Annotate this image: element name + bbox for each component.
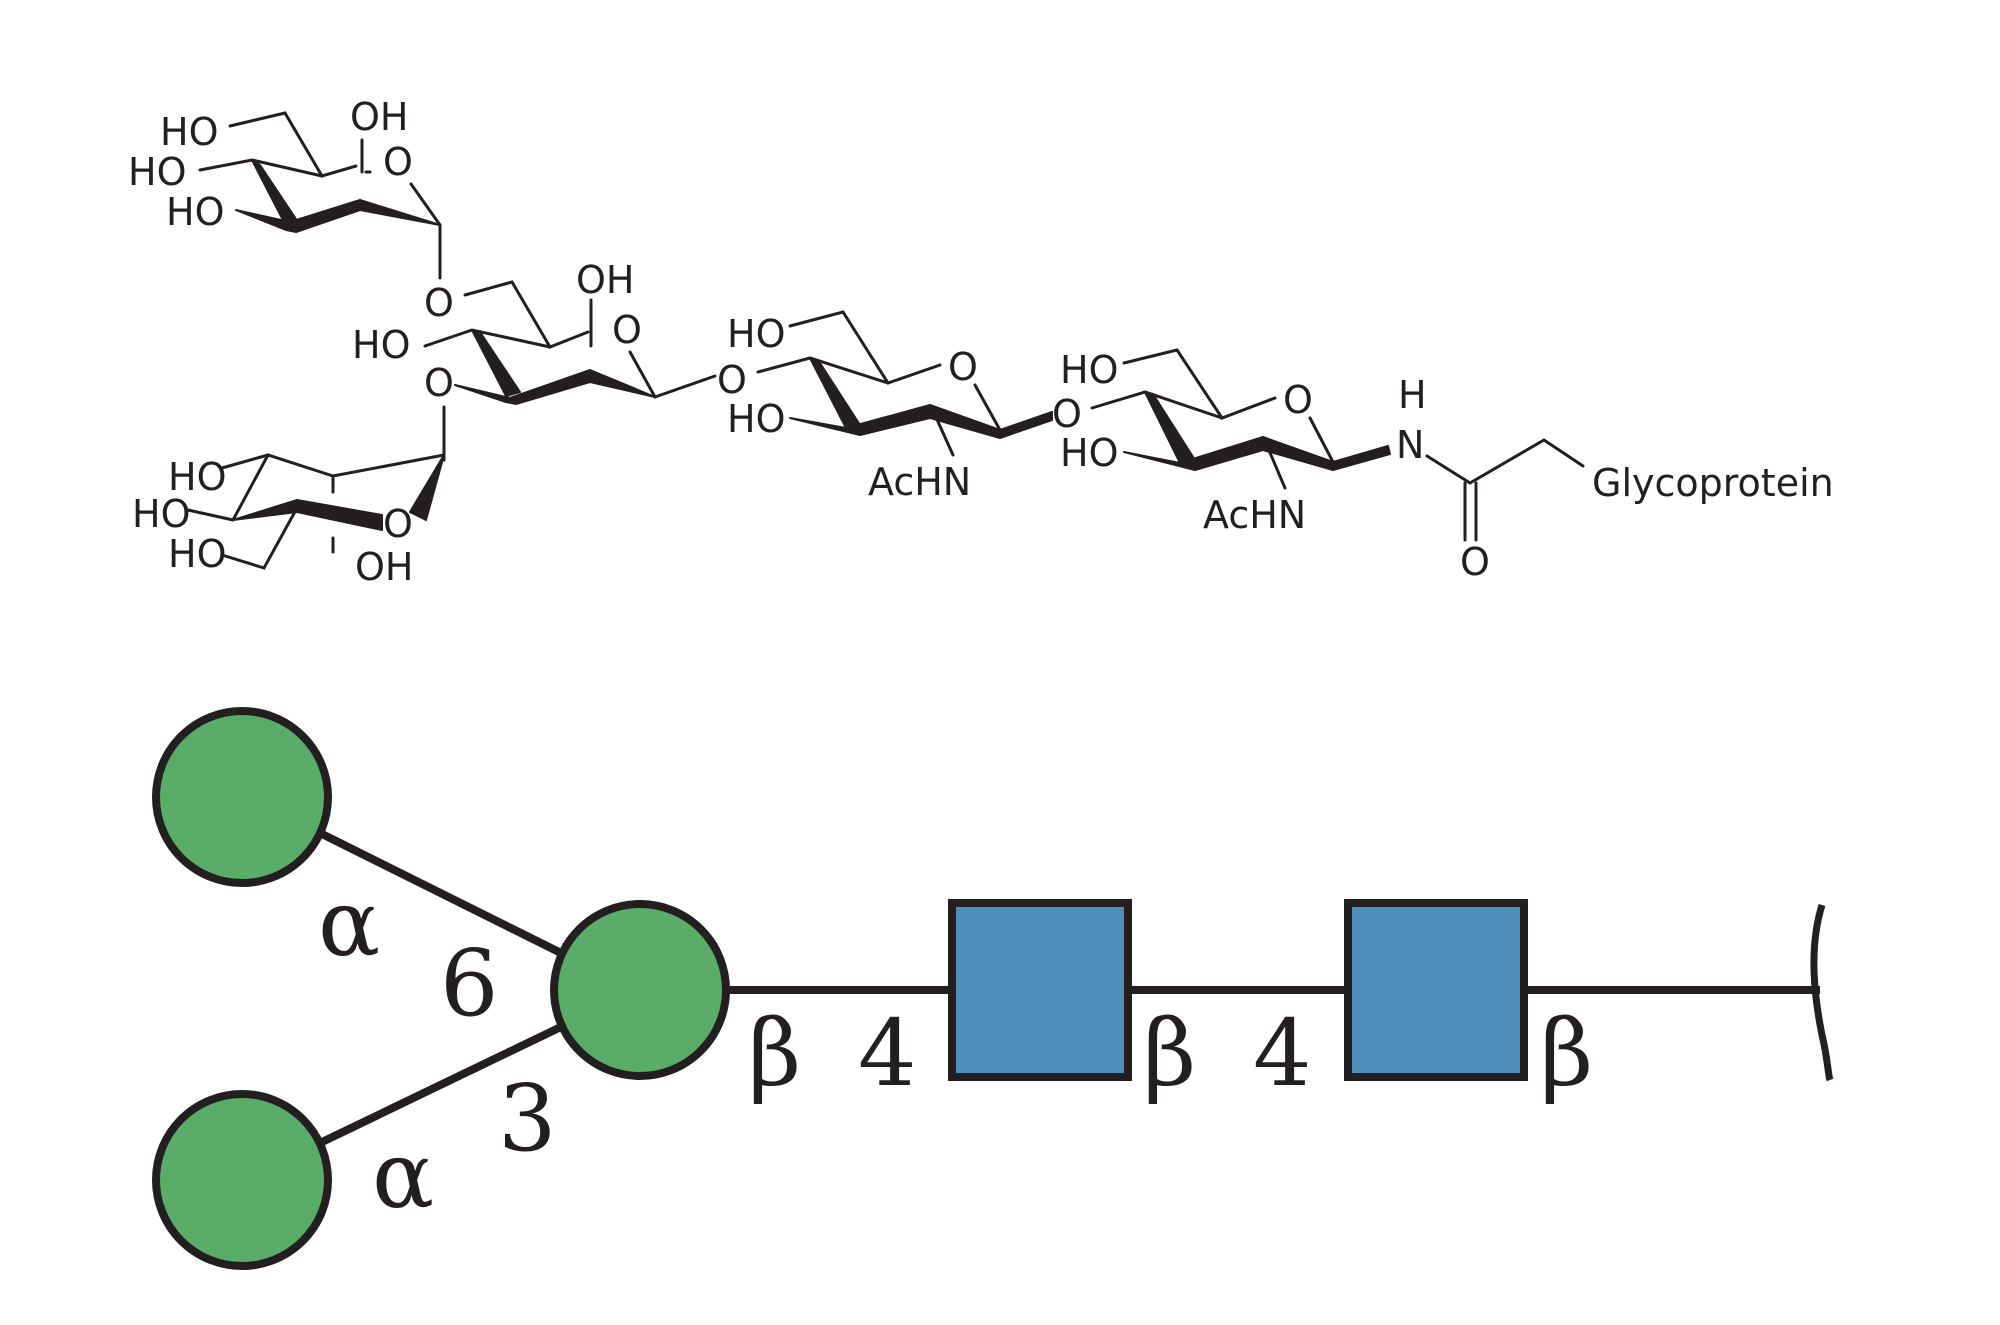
wedge-bond — [809, 357, 861, 429]
label-ho: HO — [132, 492, 190, 536]
label-oh: OH — [576, 258, 634, 302]
wedge-bond — [235, 199, 441, 233]
linkage-line-alpha3 — [318, 1021, 567, 1147]
bond — [463, 280, 590, 349]
protein-bracket — [1810, 903, 1834, 1082]
wedge-bond — [471, 329, 521, 397]
label-ho: HO — [727, 312, 785, 356]
mannose-circle-core[interactable] — [550, 900, 730, 1080]
residue-glcnac-middle: O HO HO O AcHN — [717, 310, 1053, 504]
label-ho: HO — [727, 397, 785, 441]
residue-man-upper: HO HO HO OH O — [128, 95, 442, 280]
residue-glcnac-reducing: O HO HO O AcHN — [1052, 348, 1391, 537]
label-o: O — [424, 281, 454, 325]
bond — [231, 453, 270, 522]
wedge-bond — [1144, 391, 1196, 464]
bond — [186, 508, 235, 522]
label-achn: AcHN — [1203, 493, 1306, 537]
label-achn: AcHN — [868, 460, 971, 504]
wedge-bond — [409, 454, 445, 521]
label-n: N — [1396, 423, 1424, 467]
bond — [628, 350, 657, 399]
bond — [220, 506, 299, 570]
label-ho: HO — [168, 532, 226, 576]
label-ho: HO — [352, 323, 410, 367]
position-label-4-glcnac1: 4 — [1253, 1000, 1312, 1107]
label-ho: HO — [1060, 348, 1118, 392]
mannose-circle-upper[interactable] — [152, 707, 332, 887]
label-h: H — [1398, 373, 1427, 417]
bond — [409, 182, 442, 227]
label-ring-o: O — [612, 308, 642, 352]
position-label-4-core: 4 — [858, 1000, 917, 1107]
residue-man-core: O HO O OH O — [352, 258, 717, 462]
label-ho: HO — [128, 150, 186, 194]
label-o: O — [1052, 392, 1082, 436]
bond — [653, 374, 717, 399]
label-ring-o: O — [948, 345, 978, 389]
bond — [973, 383, 1002, 432]
bond — [1463, 481, 1478, 542]
label-o: O — [424, 361, 454, 405]
wedge-bond — [789, 404, 1053, 439]
label-oh: OH — [350, 95, 408, 139]
anomer-label-alpha-6: α — [318, 870, 380, 977]
glcnac-square-1[interactable] — [948, 899, 1132, 1081]
chemical-structure: HO HO HO OH O O HO O OH O — [128, 95, 1834, 589]
label-ho: HO — [160, 110, 218, 154]
wedge-bond — [232, 499, 383, 531]
bond — [1308, 416, 1335, 464]
bond — [788, 310, 942, 385]
bond — [1425, 438, 1585, 485]
bond — [360, 138, 372, 174]
label-ho: HO — [1060, 431, 1118, 475]
label-ring-o: O — [383, 502, 413, 546]
anomer-label-beta-core: β — [748, 1000, 801, 1107]
bond — [220, 453, 446, 478]
snfg-diagram: α 6 α 3 β 4 β 4 β — [152, 707, 1834, 1270]
label-ring-o: O — [383, 140, 413, 184]
label-ho: HO — [168, 455, 226, 499]
linkage-line-alpha6 — [318, 829, 567, 959]
bond — [1266, 446, 1287, 490]
label-oh: OH — [355, 545, 413, 589]
anomer-label-beta-protein: β — [1540, 1000, 1593, 1107]
bond — [228, 111, 358, 178]
amide-linker: H N O Glycoprotein — [1396, 373, 1834, 584]
anomer-label-beta-glcnac1: β — [1143, 1000, 1196, 1107]
residue-man-lower: HO HO HO OH O — [132, 453, 446, 589]
position-label-3: 3 — [498, 1065, 557, 1172]
position-label-6: 6 — [440, 930, 499, 1037]
mannose-circle-lower[interactable] — [152, 1090, 332, 1270]
label-ring-o: O — [1283, 378, 1313, 422]
label-o: O — [717, 358, 747, 402]
glycoprotein-label: Glycoprotein — [1592, 461, 1834, 505]
label-ho: HO — [166, 190, 224, 234]
label-carbonyl-o: O — [1460, 540, 1490, 584]
wedge-bond — [1123, 436, 1391, 471]
glcnac-square-2[interactable] — [1344, 899, 1528, 1081]
anomer-label-alpha-3: α — [372, 1122, 434, 1229]
bond — [933, 413, 955, 457]
wedge-bond — [454, 369, 656, 405]
bond — [1122, 348, 1277, 420]
